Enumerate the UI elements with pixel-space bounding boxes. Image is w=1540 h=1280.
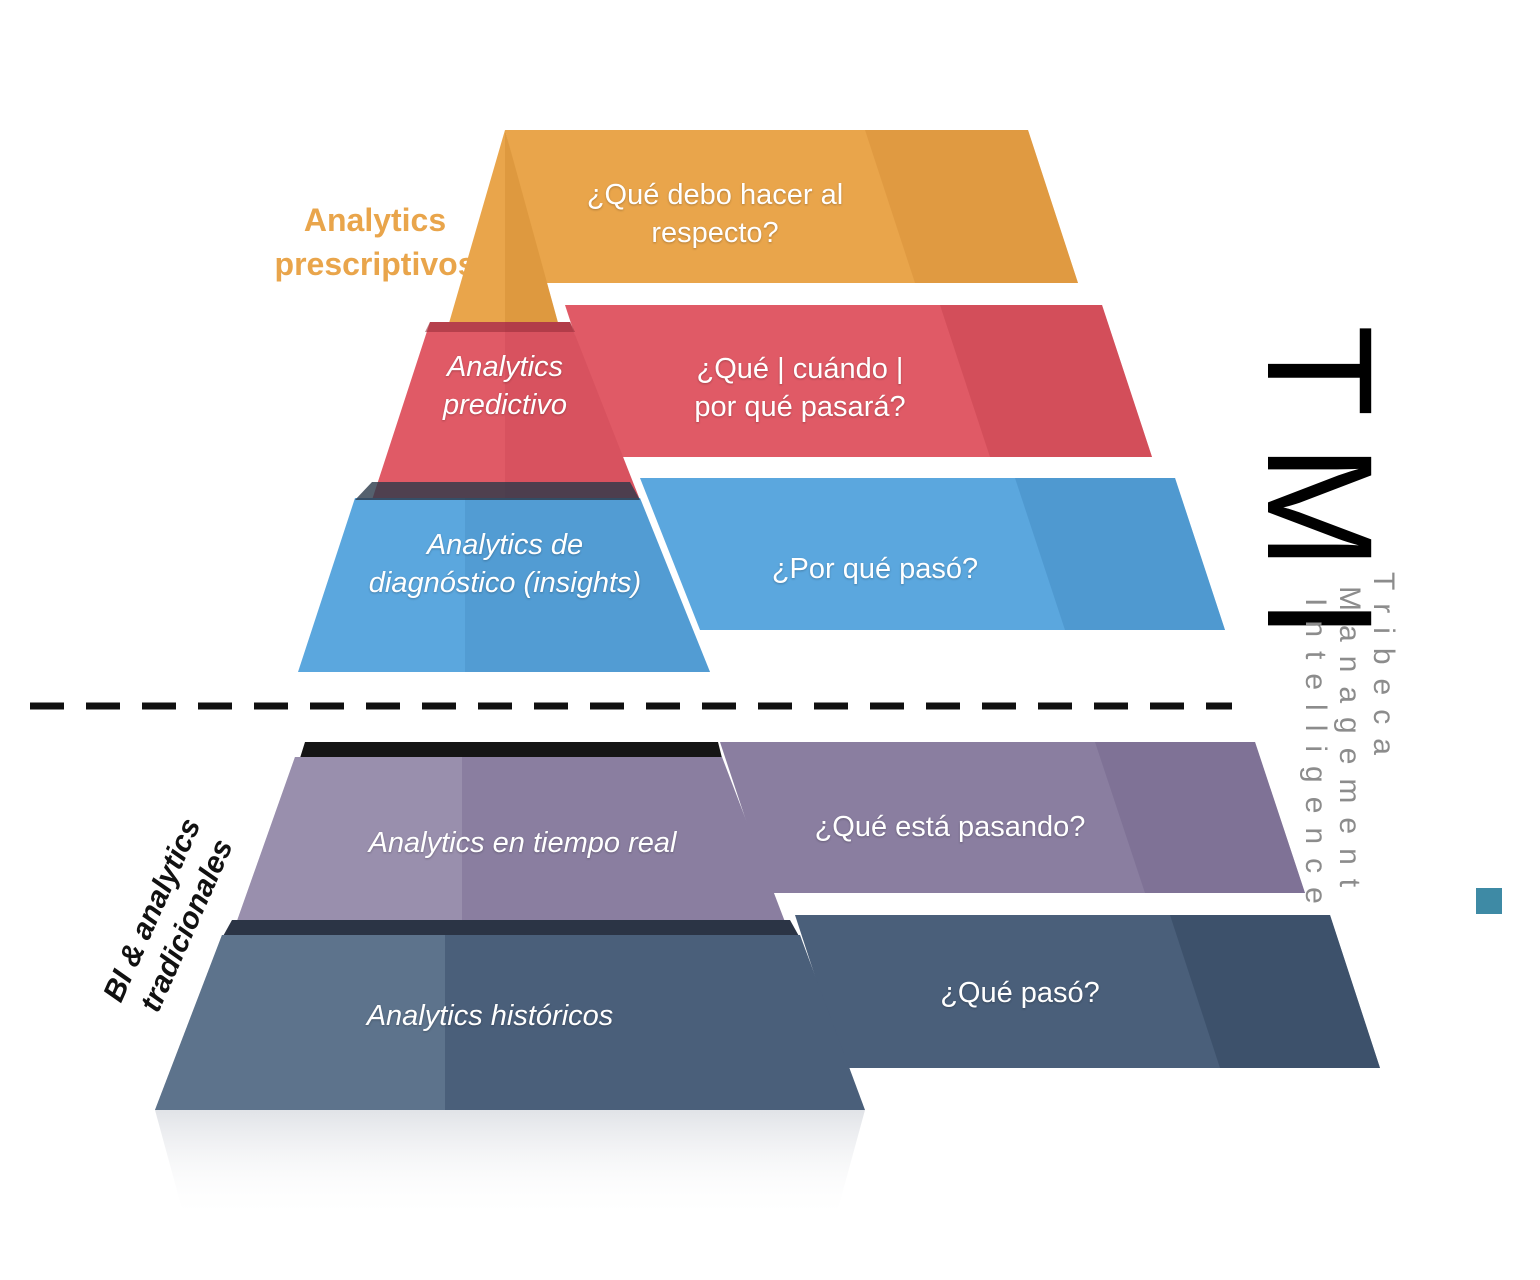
- predictive-name-line2: predictivo: [442, 389, 568, 421]
- tier-diagnostic: [298, 482, 710, 672]
- tier-realtime: [232, 742, 790, 935]
- label-analytics-prescriptivos: Analytics prescriptivos: [255, 198, 495, 286]
- question-historical: ¿Qué pasó?: [940, 977, 1100, 1009]
- pyramid-reflection: [155, 1110, 865, 1220]
- brand-accent-square: [1476, 888, 1502, 914]
- label-analytics-predictivo: Analytics predictivo: [395, 348, 615, 424]
- question-predictive: ¿Qué | cuándo | por qué pasará?: [660, 350, 940, 426]
- band-diagnostic: [640, 478, 1225, 630]
- prescriptive-name-line1: Analytics: [303, 202, 447, 238]
- question-predictive-line2: por qué pasará?: [694, 391, 906, 423]
- question-predictive-line1: ¿Qué | cuándo |: [696, 353, 904, 385]
- brand-line-tribeca: Tribeca: [1367, 572, 1400, 769]
- question-prescriptive: ¿Qué debo hacer al respecto?: [560, 176, 870, 252]
- tier-prescriptive: [447, 130, 560, 330]
- label-analytics-diagnostico: Analytics de diagnóstico (insights): [330, 526, 680, 602]
- diagnostic-name-line2: diagnóstico (insights): [368, 567, 642, 599]
- brand-line-management: Management: [1333, 586, 1366, 902]
- brand-line-intelligence: Intelligence: [1299, 598, 1332, 918]
- band-realtime: [720, 742, 1305, 893]
- question-diagnostic: ¿Por qué pasó?: [771, 553, 979, 585]
- question-prescriptive-line1: ¿Qué debo hacer al: [586, 179, 844, 211]
- tier-predictive: [372, 322, 640, 500]
- prescriptive-name-line2: prescriptivos: [274, 246, 476, 282]
- tier-historical: [155, 920, 865, 1110]
- diagnostic-name-line1: Analytics de: [426, 529, 584, 561]
- predictive-name-line1: Analytics: [446, 351, 564, 383]
- band-historical: [795, 915, 1380, 1068]
- label-analytics-historicos: Analytics históricos: [366, 1000, 614, 1032]
- question-realtime: ¿Qué está pasando?: [814, 811, 1086, 843]
- label-analytics-tiempo-real: Analytics en tiempo real: [368, 827, 677, 859]
- question-prescriptive-line2: respecto?: [651, 217, 779, 249]
- band-prescriptive: [505, 130, 1078, 283]
- band-predictive: [565, 305, 1152, 457]
